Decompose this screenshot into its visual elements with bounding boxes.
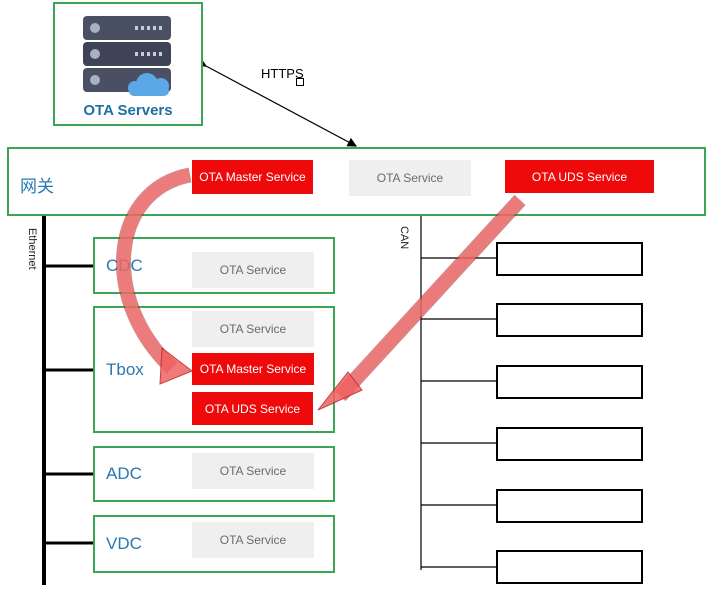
gateway-ota-service: OTA Service bbox=[349, 160, 471, 196]
gateway-label: 网关 bbox=[20, 177, 54, 196]
ecu-tbox-label: Tbox bbox=[106, 360, 144, 379]
ota-servers-box: OTA Servers bbox=[53, 2, 203, 126]
can-node bbox=[496, 427, 643, 461]
tbox-ota-uds-service: OTA UDS Service bbox=[192, 392, 313, 425]
https-marker bbox=[296, 78, 304, 86]
can-node bbox=[496, 550, 643, 584]
tbox-ota-service: OTA Service bbox=[192, 311, 314, 347]
can-node bbox=[496, 489, 643, 523]
https-label: HTTPS bbox=[261, 66, 304, 81]
vdc-ota-service: OTA Service bbox=[192, 522, 314, 558]
gateway-ota-master-service: OTA Master Service bbox=[192, 160, 313, 194]
can-bus-label: CAN bbox=[398, 226, 410, 250]
ethernet-bus-label: Ethernet bbox=[26, 228, 38, 270]
can-node bbox=[496, 303, 643, 337]
gateway-ota-uds-service: OTA UDS Service bbox=[505, 160, 654, 193]
ecu-adc-label: ADC bbox=[106, 464, 142, 483]
ota-servers-label: OTA Servers bbox=[83, 102, 173, 119]
ecu-vdc-label: VDC bbox=[106, 534, 142, 553]
adc-ota-service: OTA Service bbox=[192, 453, 314, 489]
cdc-ota-service: OTA Service bbox=[192, 252, 314, 288]
can-node bbox=[496, 365, 643, 399]
ecu-cdc-label: CDC bbox=[106, 256, 143, 275]
tbox-ota-master-service: OTA Master Service bbox=[192, 353, 314, 385]
server-cloud-icon bbox=[83, 16, 171, 96]
can-node bbox=[496, 242, 643, 276]
https-connection bbox=[196, 57, 358, 147]
